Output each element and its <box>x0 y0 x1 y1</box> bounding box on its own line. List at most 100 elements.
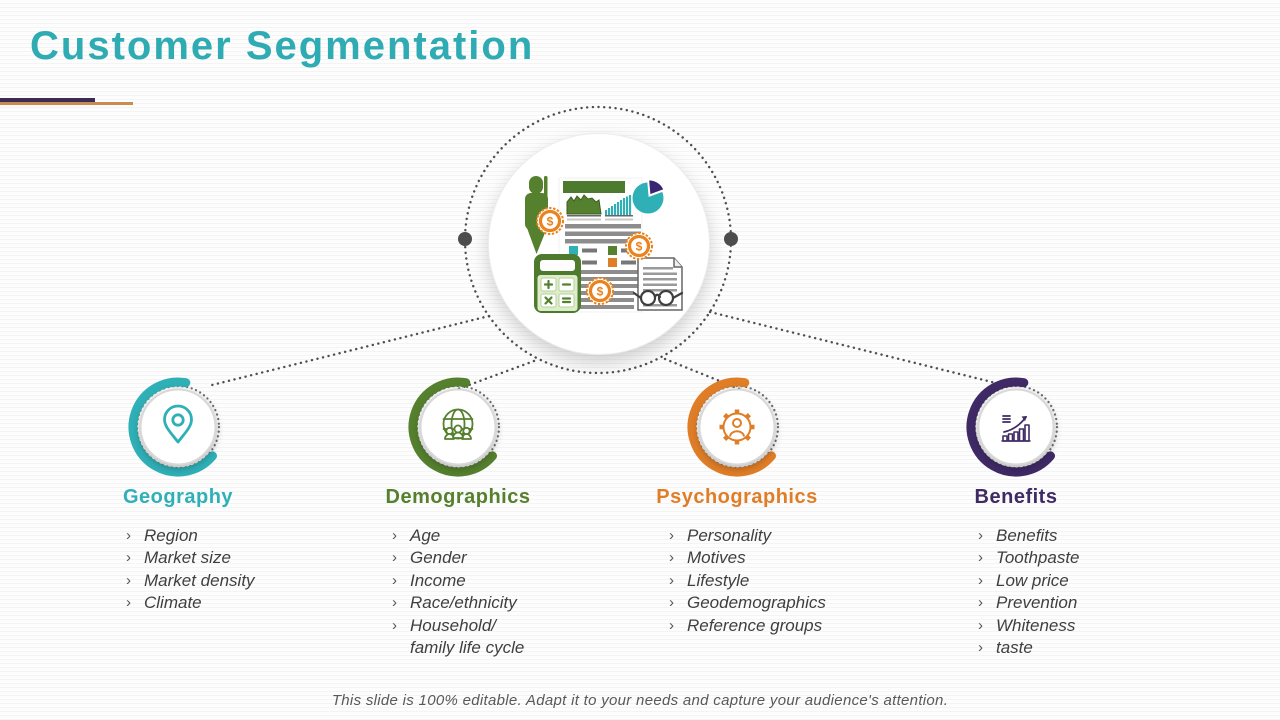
list-item-text: Motives <box>687 548 746 568</box>
gear-person-icon <box>719 409 755 445</box>
chevron-bullet: › <box>392 616 397 634</box>
category-label: Geography <box>122 486 234 508</box>
chevron-bullet: › <box>978 527 983 544</box>
category-list: ›Benefits›Toothpaste›Low price›Preventio… <box>978 525 1136 659</box>
pie-chart-icon <box>632 178 666 214</box>
list-item: › Age <box>392 525 578 547</box>
list-item-text: Income <box>410 570 466 590</box>
location-pin-icon <box>163 404 193 444</box>
chevron-bullet: › <box>978 639 983 657</box>
page-title: Customer Segmentation <box>30 24 535 68</box>
title-underline-secondary <box>0 102 133 105</box>
list-item: › Region <box>126 525 298 547</box>
list-item-text: Household/ family life cycle <box>410 615 525 658</box>
list-item-text: Reference groups <box>687 615 823 635</box>
list-item: › Income <box>392 570 578 592</box>
category-label: Demographics <box>385 486 531 508</box>
list-item: › Household/ family life cycle <box>392 615 578 660</box>
list-item: › Climate <box>126 592 298 614</box>
report-header-bar <box>563 181 625 193</box>
document-glasses-icon <box>632 257 684 311</box>
category-ring <box>966 377 1059 477</box>
progress-arc <box>128 377 217 477</box>
list-item: › Geodemographics <box>669 592 857 614</box>
list-item-text: Personality <box>687 526 772 545</box>
category-list: › Region › Market size › Market density › Clima… <box>126 525 298 615</box>
category-list: › Personality › Motives › Lifestyle › Geodemogr… <box>669 525 857 637</box>
list-item: › Benefits <box>978 525 1136 547</box>
category-benefits: Benefits ›Benefits›Toothpaste›Low price›… <box>896 372 1136 659</box>
circle-face <box>139 388 217 466</box>
svg-text:$: $ <box>597 285 604 299</box>
chevron-bullet: › <box>126 594 131 612</box>
bar-chart-icon <box>605 195 633 221</box>
list-item-text: Market density <box>144 570 255 590</box>
list-item: › Market density <box>126 570 298 592</box>
list-item: › taste <box>978 637 1136 659</box>
list-item-text: Lifestyle <box>687 570 750 590</box>
list-item: › Low price <box>978 570 1136 592</box>
chevron-bullet: › <box>978 616 983 634</box>
category-ring <box>128 377 221 477</box>
financial-report-illustration: $ $ $ <box>525 176 684 313</box>
list-item: › Motives <box>669 547 857 569</box>
list-item: › Reference groups <box>669 615 857 637</box>
category-ring <box>687 377 780 477</box>
category-list: › Age › Gender › Income › Race/ethnicity › Househ… <box>392 525 578 659</box>
title-underline-primary <box>0 98 95 102</box>
chevron-bullet: › <box>392 594 397 612</box>
footer-note: This slide is 100% editable. Adapt it to… <box>331 692 949 709</box>
chevron-bullet: › <box>126 527 131 544</box>
list-item-text: Prevention <box>996 593 1078 613</box>
chevron-bullet: › <box>978 594 983 612</box>
calculator-keys <box>543 279 572 305</box>
list-item-text: taste <box>996 638 1033 658</box>
list-item: › Whiteness <box>978 615 1136 637</box>
list-item-text: Geodemographics <box>687 593 826 613</box>
chevron-bullet: › <box>126 571 131 589</box>
chevron-bullet: › <box>669 616 674 634</box>
list-item-text: Gender <box>410 548 467 568</box>
chevron-bullet: › <box>978 571 983 589</box>
category-psychographics: Psychographics ›Personality›Motives›Life… <box>617 372 857 637</box>
category-demographics: Demographics › Age › Gender › Income › Race/eth… <box>338 372 578 659</box>
progress-arc <box>687 377 776 477</box>
dollar-coin-icon: $ <box>625 232 653 260</box>
chevron-bullet: › <box>392 549 397 567</box>
category-ring <box>408 377 501 477</box>
calculator-icon <box>534 254 581 313</box>
chevron-bullet: › <box>669 527 674 544</box>
chevron-bullet: › <box>392 527 397 544</box>
orbit-node-right <box>724 232 738 246</box>
central-hub-circle: $ $ $ <box>488 133 710 355</box>
list-item-text: Market size <box>144 548 231 568</box>
list-item: ›Toothpaste <box>978 547 1136 569</box>
list-item: › Race/ethnicity <box>392 592 578 614</box>
list-item-text: Low price <box>996 570 1069 590</box>
progress-arc <box>408 377 497 477</box>
chevron-bullet: › <box>669 549 674 567</box>
growth-arrow-icon <box>1001 415 1031 442</box>
globe-people-icon <box>442 408 474 440</box>
list-item-text: Toothpaste <box>996 548 1080 568</box>
chevron-bullet: › <box>669 594 674 612</box>
svg-text:$: $ <box>547 215 554 229</box>
list-item-text: Race/ethnicity <box>410 593 517 613</box>
dollar-coin-icon: $ <box>586 277 614 305</box>
list-item-text: Age <box>410 526 441 545</box>
progress-arc <box>966 377 1055 477</box>
chevron-bullet: › <box>392 571 397 589</box>
orbit-node-left <box>458 232 472 246</box>
chevron-bullet: › <box>126 549 131 567</box>
list-item: › Personality <box>669 525 857 547</box>
list-item-text: Benefits <box>996 526 1058 545</box>
list-item-text: Climate <box>144 593 202 613</box>
list-item: › Gender <box>392 547 578 569</box>
list-item: › Prevention <box>978 592 1136 614</box>
list-item-text: Region <box>144 526 198 545</box>
chevron-bullet: › <box>669 571 674 589</box>
category-geography: Geography › Region › Market size › Market den… <box>58 372 298 615</box>
svg-text:$: $ <box>636 240 643 254</box>
category-label: Benefits <box>974 486 1058 508</box>
list-item-text: Whiteness <box>996 615 1076 635</box>
